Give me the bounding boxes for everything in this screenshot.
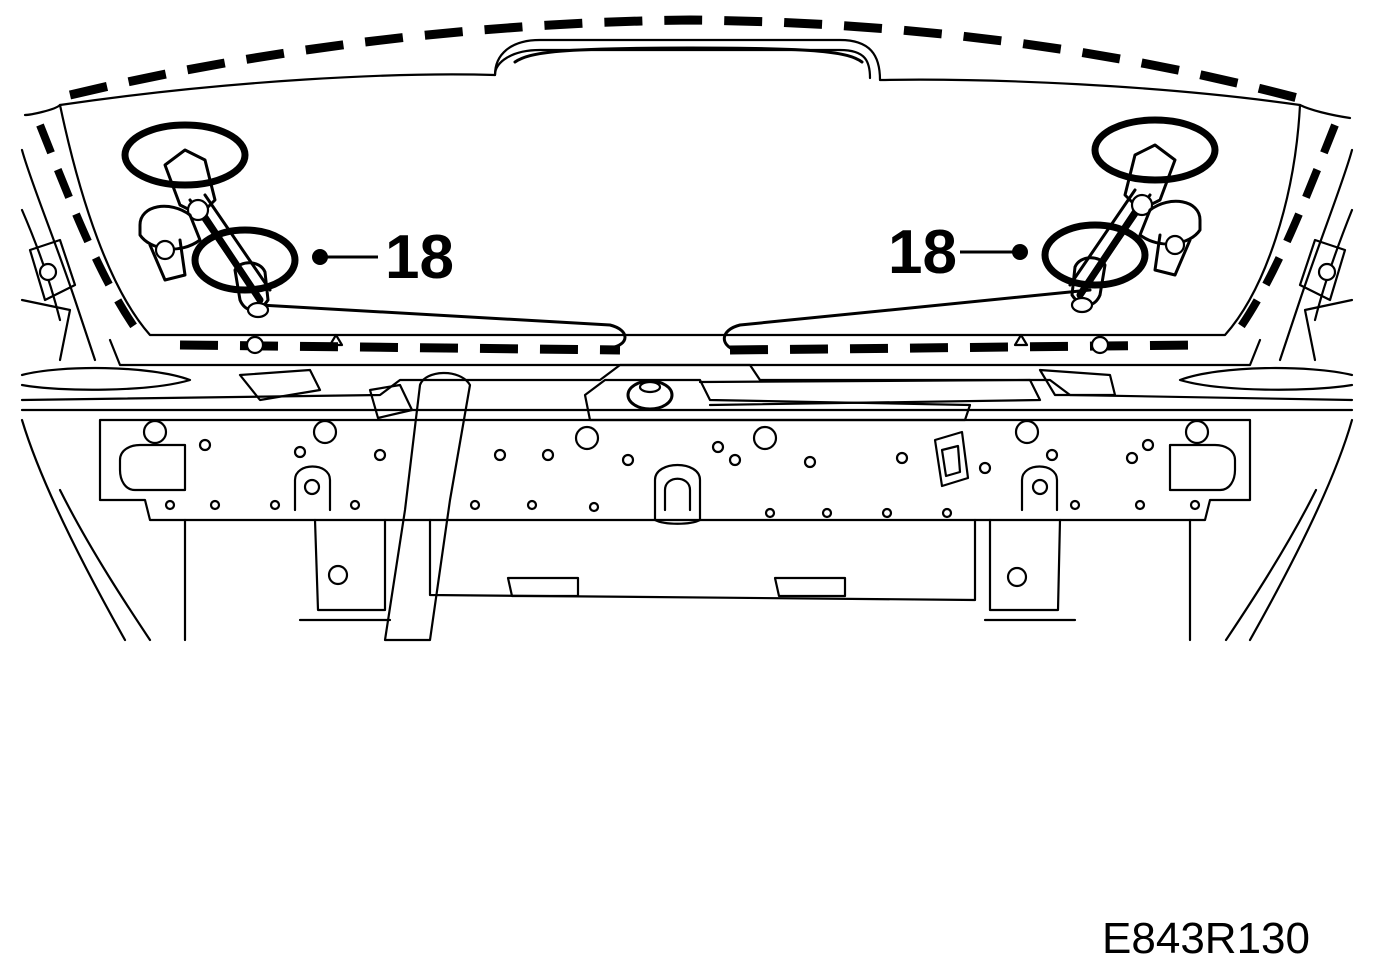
gas-strut-left <box>121 121 299 319</box>
callout-right: 18 <box>888 218 1028 287</box>
sill-seal-right <box>729 340 1201 355</box>
rear-sill <box>20 333 1354 422</box>
figure-id-label: E843R130 <box>1102 914 1310 963</box>
exhaust-hose <box>383 371 472 642</box>
cable-left <box>258 303 627 350</box>
lower-body <box>20 418 1354 642</box>
callout-left: 18 <box>312 223 454 292</box>
tailgate-panel <box>20 15 1354 362</box>
hose-clamp <box>368 383 414 420</box>
gas-strut-right <box>1041 116 1219 314</box>
cable-right <box>722 288 1092 352</box>
callout-left-label: 18 <box>385 223 454 292</box>
callout-right-label: 18 <box>888 218 957 287</box>
bumper-beam <box>98 418 1252 525</box>
